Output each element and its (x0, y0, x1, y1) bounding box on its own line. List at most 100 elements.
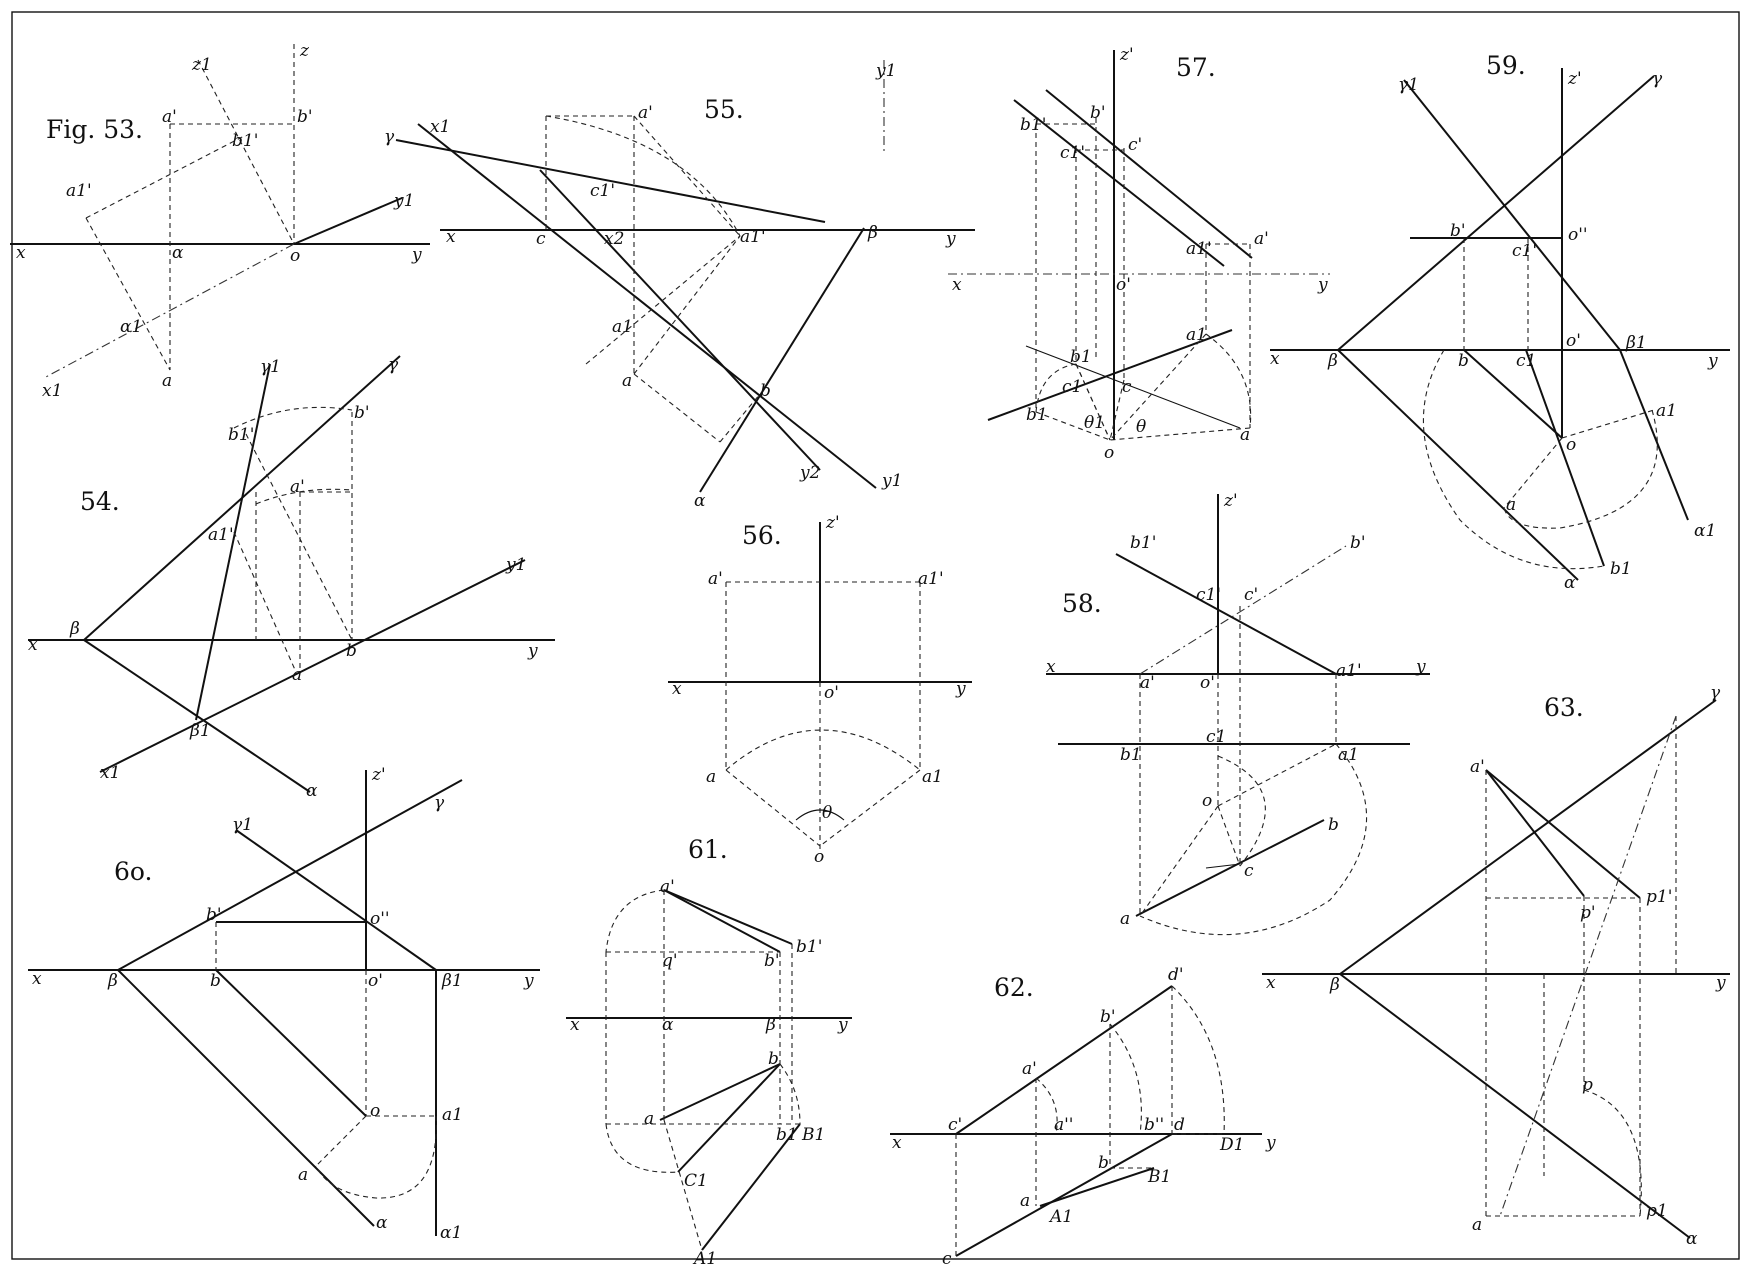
fig-54-label: b' (354, 403, 370, 423)
fig-54-arc-a (255, 488, 353, 505)
fig-59-label: o (1566, 435, 1576, 455)
fig-58: 58. z' b1' b' c1' c' x a' o' a1' y b1 c1… (1046, 491, 1430, 936)
fig-58-label: b1 (1120, 745, 1142, 765)
fig-63-label: a (1472, 1215, 1482, 1235)
fig-58-line-b1a1 (1115, 553, 1337, 675)
fig-55-axis-y2 (539, 169, 821, 471)
fig-58-title: 58. (1062, 589, 1102, 618)
fig-60-label: y (523, 971, 534, 991)
fig-59-trace-gamma (1337, 75, 1655, 351)
fig-62-label: B1 (1147, 1167, 1171, 1187)
fig-59-label: β1 (1625, 333, 1647, 353)
fig-59-line-b-o (1463, 349, 1563, 439)
fig-58-arrow (1205, 863, 1241, 869)
fig-59-label: a (1506, 495, 1516, 515)
fig-58-label: a' (1140, 673, 1155, 693)
fig-54-label: x (28, 635, 38, 655)
fig-53-label: a' (162, 107, 177, 127)
fig-57-label: o' (1116, 275, 1131, 295)
fig-57-ray-c (1109, 379, 1125, 441)
fig-58-line-plan-ab (1135, 819, 1325, 917)
fig-53-label: α (172, 243, 184, 263)
fig-55-axis-x1y1 (417, 123, 877, 489)
fig-61-label: x (570, 1015, 580, 1035)
fig-60-label: β (107, 971, 118, 991)
fig-62-title: 62. (994, 973, 1034, 1002)
fig-63-label: p1 (1646, 1201, 1668, 1221)
fig-62-label: c (942, 1249, 952, 1269)
fig-62-label: a'' (1054, 1115, 1073, 1135)
fig-62-label: b' (1100, 1007, 1116, 1027)
fig-58-line-o-a1 (1217, 743, 1337, 807)
fig-63-label: α (1686, 1229, 1698, 1249)
fig-60-label: a1 (442, 1105, 463, 1125)
fig-59-trace-alpha1 (1619, 349, 1689, 521)
fig-53: Fig. 53. z z1 a' b' b1' a1' x α o y y1 α… (10, 41, 430, 401)
fig-57-line-b1a1 (1013, 99, 1225, 267)
fig-58-label: c1 (1206, 727, 1226, 747)
fig-60-label: o (370, 1101, 380, 1121)
fig-61-label: a (644, 1109, 654, 1129)
fig-60-label: β1 (441, 971, 463, 991)
fig-60-label: γ1 (232, 815, 253, 835)
fig-60-title: 6o. (114, 857, 152, 886)
fig-56-label: o (814, 847, 824, 867)
fig-56-label: θ (822, 803, 832, 823)
fig-59-label: o'' (1568, 225, 1588, 245)
fig-56-title: 56. (742, 521, 782, 550)
fig-55-label: y (945, 229, 956, 249)
fig-55-label: a1 (612, 317, 633, 337)
fig-57-label: θ (1136, 417, 1146, 437)
fig-57-label: c' (1128, 135, 1142, 155)
fig-57: 57. z' b1' b' c1' c' a1' a' x o' y a1 (948, 45, 1330, 463)
fig-54-label: β (69, 619, 80, 639)
fig-57-label: a (1240, 425, 1250, 445)
fig-60-line-b-o (215, 969, 367, 1117)
fig-56-label: o' (824, 683, 839, 703)
fig-53-label: x1 (42, 381, 62, 401)
fig-61-arc-b (779, 1063, 801, 1125)
fig-56-label: a (706, 767, 716, 787)
fig-54-label: y1 (505, 555, 526, 575)
fig-60-trace-alpha (117, 969, 375, 1227)
fig-54-label: γ1 (260, 357, 281, 377)
fig-62-label: D1 (1219, 1135, 1244, 1155)
fig-59-line-c1-b1 (1525, 349, 1605, 567)
fig-60-label: b (210, 971, 221, 991)
fig-54-trace-gamma1 (195, 363, 271, 721)
fig-61-label: b1' (796, 937, 822, 957)
fig-58-label: a (1120, 909, 1130, 929)
fig-59-trace-gamma1 (1403, 79, 1621, 351)
fig-57-label: a' (1254, 229, 1269, 249)
fig-57-line-ba (1045, 89, 1253, 259)
fig-55-label: c1' (590, 181, 615, 201)
fig-57-label: z' (1119, 45, 1134, 65)
fig-53-projector-a1 (85, 217, 171, 371)
fig-58-arc-c (1217, 755, 1266, 867)
fig-55-line-b-b (719, 393, 761, 443)
fig-53-label: b1' (232, 131, 258, 151)
fig-61-line-a1-b1 (701, 1123, 801, 1251)
fig-58-line-o-a (1139, 805, 1219, 917)
fig-54-label: b1' (228, 425, 254, 445)
fig-62: 62. d' b' a' c' a'' b'' d D1 x y b B1 a … (890, 965, 1276, 1269)
fig-59-label: α1 (1694, 521, 1716, 541)
fig-54-label: β1 (189, 721, 211, 741)
fig-59-label: β (1327, 351, 1338, 371)
fig-56-label: a1 (922, 767, 943, 787)
fig-55-title: 55. (704, 95, 744, 124)
fig-62-label: a (1020, 1191, 1030, 1211)
fig-63-label: a' (1470, 757, 1485, 777)
fig-61-arc-bottom (605, 1123, 679, 1173)
fig-57-label: c (1122, 377, 1132, 397)
fig-63-label: γ (1710, 683, 1721, 703)
fig-58-arc-a (1139, 743, 1368, 936)
fig-59-line-o-a (1503, 437, 1563, 509)
fig-60-label: x (32, 969, 42, 989)
fig-62-arc-b (1109, 1023, 1142, 1135)
fig-61-label: b1 (776, 1125, 798, 1145)
fig-57-label: a1 (1186, 325, 1207, 345)
fig-53-label: α1 (120, 317, 142, 337)
fig-61-label: b (768, 1049, 779, 1069)
fig-61-label: a' (660, 877, 675, 897)
